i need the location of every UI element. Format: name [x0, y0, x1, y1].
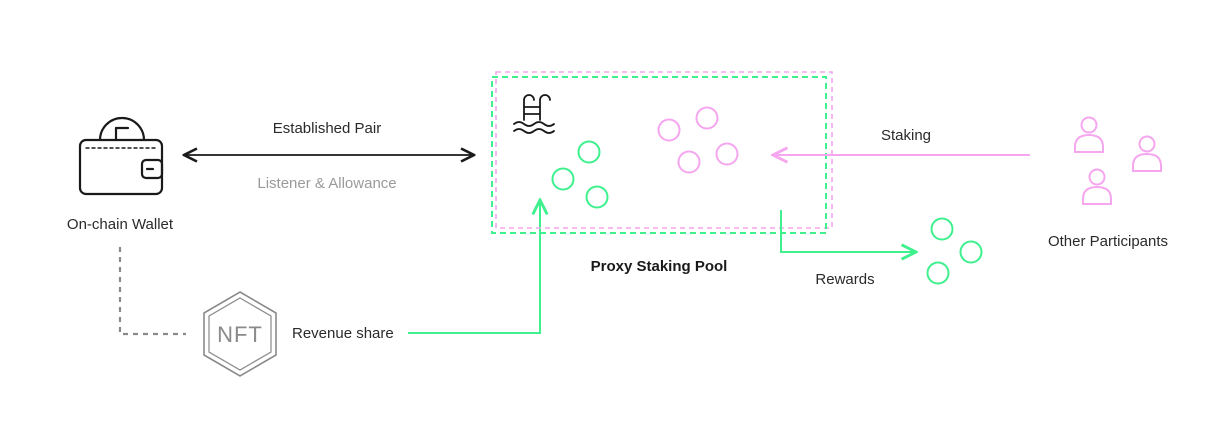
pool-pink-token — [695, 106, 719, 130]
wallet-icon — [78, 116, 164, 196]
pool-outer-border — [495, 71, 833, 229]
pool-green-token — [551, 167, 575, 191]
pool-label: Proxy Staking Pool — [591, 258, 728, 275]
rewards-arrow — [780, 210, 916, 252]
established-pair-label: Established Pair — [273, 120, 381, 137]
rewards-label: Rewards — [815, 271, 874, 288]
pool-green-token — [577, 140, 601, 164]
pool-pink-token — [677, 150, 701, 174]
revenue-share-arrow — [408, 200, 540, 334]
pool-pink-token — [657, 118, 681, 142]
person-icon — [1074, 116, 1104, 153]
wallet-label: On-chain Wallet — [67, 216, 174, 233]
staking-label: Staking — [881, 127, 931, 144]
person-icon — [1132, 135, 1162, 172]
nft-hexagon-icon — [203, 291, 277, 377]
pool-pink-token — [715, 142, 739, 166]
reward-green-token — [959, 240, 983, 264]
reward-green-token — [926, 261, 950, 285]
listener-allowance-label: Listener & Allowance — [257, 175, 396, 192]
person-icon — [1082, 168, 1112, 205]
nft-label: NFT — [217, 322, 263, 347]
other-participants-label: Other Participants — [1048, 233, 1168, 250]
revenue-share-label: Revenue share — [292, 325, 394, 342]
swimming-pool-icon — [513, 94, 555, 134]
pool-green-token — [585, 185, 609, 209]
reward-green-token — [930, 217, 954, 241]
wallet-nft-connector — [118, 247, 186, 336]
